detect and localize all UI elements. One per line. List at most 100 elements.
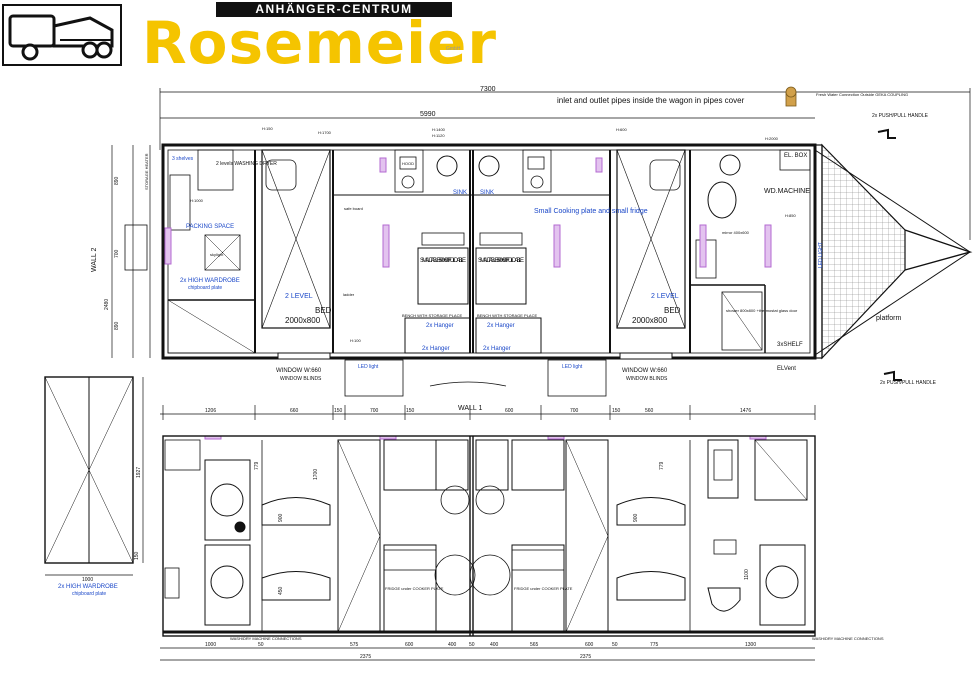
- table-1-label: SMALL TABLE 600x600 FOLDABLE: [420, 258, 466, 264]
- blinds-left-label: WINDOW BLINDS: [280, 376, 322, 382]
- bench-2-label: BENCH WITH STORAGE PLACE: [477, 313, 537, 318]
- h-label-2: H:1400: [432, 127, 446, 132]
- height-5: 900: [633, 513, 639, 522]
- dim-bottom-9: 1476: [740, 408, 751, 414]
- sink-label-2: SINK: [480, 190, 494, 196]
- push-pull-arrows: [877, 128, 902, 381]
- vdim-2: 890: [114, 321, 120, 330]
- table-2-label: SMALL TABLE 600x600 FOLDABLE: [478, 258, 524, 264]
- dim-elev-8: 600: [585, 642, 594, 648]
- wardrobe-elevation: [44, 376, 144, 576]
- dim-elev-4: 400: [448, 642, 457, 648]
- wall-2-label: WALL 2: [91, 248, 98, 272]
- height-4: 779: [659, 461, 665, 470]
- plan-view: [111, 88, 973, 420]
- led-light-2-label: LED light: [562, 364, 583, 370]
- dim-elev-0: 1000: [205, 642, 216, 648]
- hanger-2-label: 2x Hanger: [487, 323, 515, 329]
- window-left-label: WINDOW W:660: [276, 368, 322, 374]
- safe-board-label: safe board: [344, 206, 363, 211]
- water-note: Fresh Water Connection Outside GEKA COUP…: [816, 92, 908, 97]
- vdim-3: 700: [114, 249, 120, 258]
- company-tagline: ANHÄNGER-CENTRUM: [216, 2, 452, 17]
- level-left-label: 2 LEVEL: [285, 293, 313, 300]
- blinds-right-label: WINDOW BLINDS: [626, 376, 668, 382]
- led-light-label: LED LIGHT: [818, 242, 824, 268]
- hanger-4-label: 2x Hanger: [483, 346, 511, 352]
- dim-elev-10: 775: [650, 642, 659, 648]
- led-light-1-label: LED light: [358, 364, 379, 370]
- dim-elev-1: 50: [258, 642, 264, 648]
- packing-space-label: PACKING SPACE: [186, 224, 234, 230]
- vdim-4: 150: [134, 551, 140, 560]
- dim-total: 7300: [480, 86, 496, 93]
- skylight-label: skylight: [210, 252, 224, 257]
- hanger-1-label: 2x Hanger: [426, 323, 454, 329]
- bed-left-size: 2000x800: [285, 316, 321, 325]
- dim-bottom-2: 150: [334, 408, 343, 414]
- hood-label-1: HOOD: [402, 161, 414, 166]
- height-1: 1700: [313, 469, 319, 480]
- hanger-3-label: 2x Hanger: [422, 346, 450, 352]
- fridge-2-label: FRIDGE under COOKER PLATE: [514, 586, 573, 591]
- dim-elev-5: 50: [469, 642, 475, 648]
- dim-elev-sub-0: 2375: [360, 654, 371, 660]
- wash-connections-1: WASH/DRY MACHINE CONNECTIONS: [230, 636, 302, 641]
- platform-label: platform: [876, 315, 901, 322]
- dim-bottom-4: 150: [406, 408, 415, 414]
- shower-label: shower 800x800 +thermostat glass door: [726, 308, 798, 313]
- dim-bottom-3: 700: [370, 408, 379, 414]
- vdim-0: 890: [114, 176, 120, 185]
- dim-body: 5990: [420, 111, 436, 118]
- height-2: 900: [278, 513, 284, 522]
- company-sub: GmbH: [446, 46, 461, 52]
- h-label-0: H:150: [262, 126, 273, 131]
- dim-elev-6: 400: [490, 642, 499, 648]
- coupling-icon: [785, 86, 797, 107]
- ladder-label: ladder: [343, 292, 355, 297]
- height-6: 1100: [744, 569, 750, 580]
- trailer-logo-icon: [2, 4, 122, 66]
- elevation-view: [160, 435, 816, 661]
- wardrobe-left-label: 2x HIGH WARDROBE: [180, 278, 240, 284]
- el-box-label: EL. BOX: [784, 153, 807, 159]
- dim-bottom-8: 560: [645, 408, 654, 414]
- h-label-4: H:600: [616, 127, 627, 132]
- h-label-5: H:1000: [190, 198, 204, 203]
- dim-bottom-0: 1206: [205, 408, 216, 414]
- level-right-label: 2 LEVEL: [651, 293, 679, 300]
- dim-elev-7: 565: [530, 642, 539, 648]
- height-3: 450: [278, 586, 284, 595]
- push-pull-bottom: 2x PUSH/PULL HANDLE: [880, 380, 937, 386]
- dim-elev-9: 50: [612, 642, 618, 648]
- washing-dryer-label: 2 levels WASHING DRYER: [216, 161, 277, 167]
- height-0: 779: [254, 461, 260, 470]
- wall-1-label: WALL 1: [458, 405, 482, 412]
- shelves-label: 3 shelves: [172, 156, 194, 162]
- mirror-label: mirror 400x600: [722, 230, 750, 235]
- bench-1-label: BENCH WITH STORAGE PLACE: [402, 313, 462, 318]
- vdim-1: 2480: [104, 299, 110, 310]
- push-pull-top: 2x PUSH/PULL HANDLE: [872, 113, 929, 119]
- dim-bottom-5: 600: [505, 408, 514, 414]
- dim-elev-sub-1: 2375: [580, 654, 591, 660]
- wardrobe-sep-height: 1927: [136, 467, 142, 478]
- pipes-note: inlet and outlet pipes inside the wagon …: [557, 96, 745, 105]
- chipboard-label: chipboard plate: [188, 285, 222, 291]
- wardrobe-sep-label: 2x HIGH WARDROBE: [58, 584, 118, 590]
- window-right-label: WINDOW W:660: [622, 368, 668, 374]
- h-label-1: H:1700: [318, 130, 332, 135]
- h-label-8: H:850: [785, 213, 796, 218]
- storage-heater-label: STORAGE HEATER: [144, 153, 149, 190]
- bed-left-label: BED: [315, 306, 332, 315]
- company-name: Rosemeier: [142, 9, 497, 77]
- dim-elev-3: 600: [405, 642, 414, 648]
- wardrobe-sep-width: 1000: [82, 577, 93, 583]
- dim-bottom-7: 150: [612, 408, 621, 414]
- wash-connections-2: WASH/DRY MACHINE CONNECTIONS: [812, 636, 884, 641]
- dim-elev-2: 575: [350, 642, 359, 648]
- fridge-1-label: FRIDGE under COOKER PLATE: [385, 586, 444, 591]
- bed-right-label: BED: [664, 306, 681, 315]
- bed-right-size: 2000x800: [632, 316, 668, 325]
- dim-bottom-1: 660: [290, 408, 299, 414]
